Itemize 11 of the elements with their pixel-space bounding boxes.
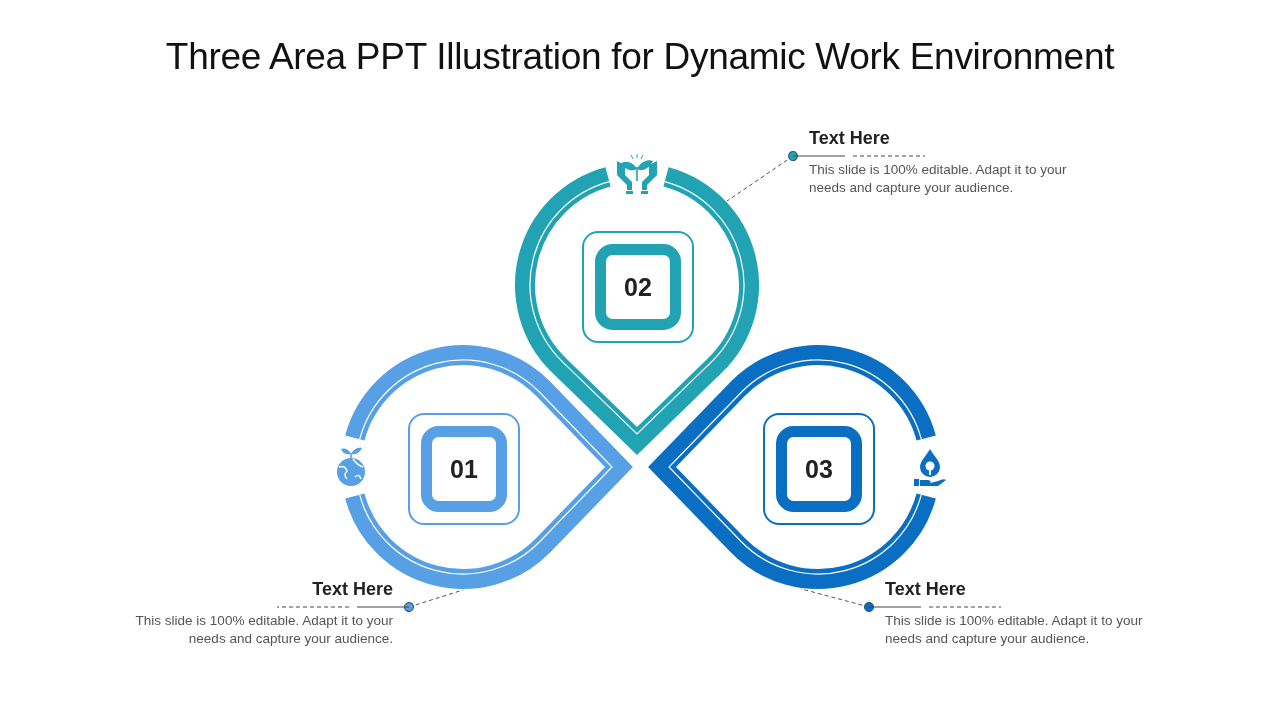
- step-number: 03: [804, 454, 834, 484]
- leader-line: [726, 151, 798, 202]
- callout-heading: Text Here: [809, 127, 890, 149]
- callout-description: This slide is 100% editable. Adapt it to your needs and capture your audience.: [885, 612, 1144, 648]
- step-number: 02: [623, 272, 653, 302]
- step-number: 01: [449, 454, 479, 484]
- callout-heading: Text Here: [312, 578, 393, 600]
- callout-description: This slide is 100% editable. Adapt it to your needs and capture your audience.: [134, 612, 393, 648]
- callout-description: This slide is 100% editable. Adapt it to your needs and capture your audience.: [809, 161, 1068, 197]
- slide-title: Three Area PPT Illustration for Dynamic Work Environment: [164, 36, 1116, 78]
- callout-heading: Text Here: [885, 578, 966, 600]
